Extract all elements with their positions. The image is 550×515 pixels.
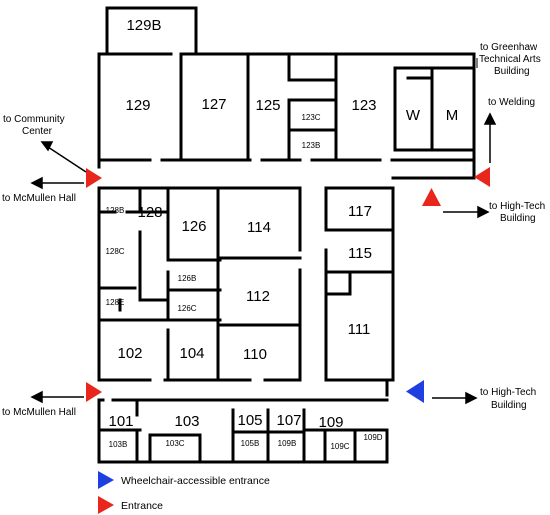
label-mcmullen-hall-lower: to McMullen Hall: [2, 407, 76, 418]
room-109B: 109B: [278, 439, 297, 448]
entrance-markers: [86, 167, 490, 403]
entrance-icon: [422, 188, 441, 206]
arrow-icon: [47, 146, 87, 173]
legend-entrance-label: Entrance: [121, 500, 163, 512]
entrance-icon: [86, 168, 102, 188]
room-labels: 129B 129 127 125 123 W M 128 126 114 117…: [108, 17, 458, 431]
label-high-tech-upper-line1: to High-Tech: [489, 201, 545, 212]
room-115: 115: [348, 245, 372, 262]
legend: Wheelchair-accessible entrance Entrance: [98, 471, 270, 514]
label-community-center-line1: to Community: [3, 114, 65, 125]
room-117: 117: [348, 203, 372, 220]
label-greenhaw-line3: Building: [494, 66, 530, 77]
room-126C: 126C: [177, 304, 196, 313]
room-109C: 109C: [330, 442, 349, 451]
wheelchair-entrance-icon: [406, 380, 424, 403]
label-mcmullen-hall-upper: to McMullen Hall: [2, 193, 76, 204]
room-126B: 126B: [178, 274, 197, 283]
room-105B: 105B: [241, 439, 260, 448]
arrow-head-icon: [30, 390, 43, 404]
room-w: W: [406, 107, 421, 124]
room-109: 109: [318, 414, 343, 431]
room-123B: 123B: [302, 141, 321, 150]
label-community-center-line2: Center: [22, 126, 53, 137]
entrance-icon: [86, 382, 102, 402]
room-103: 103: [174, 413, 199, 430]
room-127: 127: [201, 96, 226, 113]
direction-arrows: [30, 58, 497, 405]
building-walls: [97, 6, 476, 464]
arrow-head-icon: [465, 391, 478, 405]
room-110: 110: [243, 346, 267, 363]
entrance-icon: [98, 496, 114, 514]
room-128B: 128B: [106, 206, 125, 215]
room-m: M: [446, 107, 459, 124]
room-128E: 128E: [106, 298, 125, 307]
room-128: 128: [137, 204, 162, 221]
label-high-tech-lower-line2: Building: [491, 400, 527, 411]
room-107: 107: [276, 412, 301, 429]
arrow-head-icon: [477, 205, 490, 219]
room-109D: 109D: [363, 433, 382, 442]
room-126: 126: [181, 218, 206, 235]
room-125: 125: [255, 97, 280, 114]
arrow-head-icon: [483, 112, 497, 125]
room-103C: 103C: [165, 439, 184, 448]
room-123C: 123C: [301, 113, 320, 122]
room-129: 129: [125, 97, 150, 114]
room-123: 123: [351, 97, 376, 114]
entrance-icon: [474, 167, 490, 187]
room-104: 104: [179, 345, 204, 362]
label-greenhaw-line2: Technical Arts: [479, 54, 541, 65]
label-high-tech-lower-line1: to High-Tech: [480, 387, 536, 398]
legend-wheelchair-label: Wheelchair-accessible entrance: [121, 475, 270, 487]
direction-labels: to Community Center to McMullen Hall to …: [2, 42, 545, 418]
room-114: 114: [247, 219, 271, 236]
arrow-head-icon: [30, 176, 43, 190]
room-128C: 128C: [105, 247, 124, 256]
room-111: 111: [348, 321, 371, 338]
room-103B: 103B: [109, 440, 128, 449]
room-101: 101: [108, 413, 133, 430]
label-welding: to Welding: [488, 97, 535, 108]
room-112: 112: [246, 288, 270, 305]
room-102: 102: [117, 345, 142, 362]
room-105: 105: [237, 412, 262, 429]
label-greenhaw-line1: to Greenhaw: [480, 42, 538, 53]
room-129B: 129B: [126, 17, 161, 34]
wheelchair-entrance-icon: [98, 471, 114, 489]
arrow-head-icon: [40, 141, 54, 152]
room-labels-small: 123C 123B 128B 128C 128E 126B 126C 103B …: [105, 113, 382, 451]
label-high-tech-upper-line2: Building: [500, 213, 536, 224]
